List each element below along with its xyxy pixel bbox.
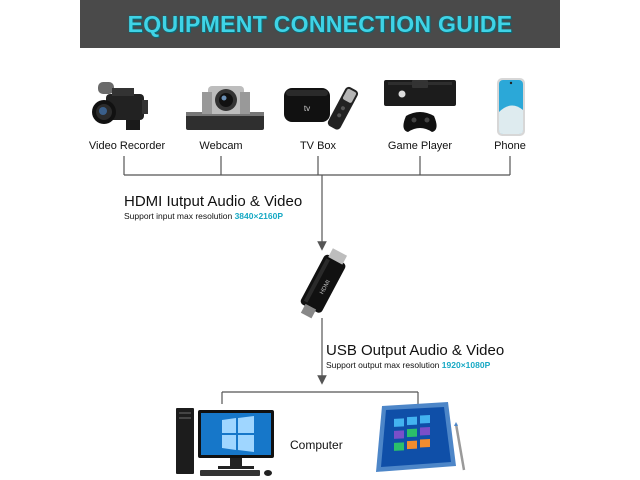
- device-label-game-player: Game Player: [387, 140, 453, 152]
- input-support-text: Support input max resolution: [124, 211, 233, 221]
- webcam-icon: [184, 78, 266, 134]
- input-info: HDMI Iutput Audio & Video Support input …: [124, 193, 302, 221]
- desktop-computer-icon: [172, 402, 282, 478]
- phone-icon: [495, 76, 527, 138]
- output-support-text: Support output max resolution: [326, 360, 440, 370]
- computer-label: Computer: [290, 438, 343, 452]
- output-resolution: 1920×1080P: [441, 360, 491, 370]
- tablet-icon: [372, 400, 468, 476]
- output-heading: USB Output Audio & Video: [326, 342, 505, 359]
- svg-text:tv: tv: [304, 104, 310, 113]
- device-label-tv-box: TV Box: [299, 140, 337, 152]
- page-title: EQUIPMENT CONNECTION GUIDE: [127, 10, 513, 37]
- game-console-icon: [382, 76, 458, 136]
- device-label-webcam: Webcam: [199, 140, 243, 152]
- input-resolution: 3840×2160P: [234, 211, 284, 221]
- title-banner: EQUIPMENT CONNECTION GUIDE: [80, 0, 560, 48]
- tv-box-icon: tv: [282, 80, 362, 136]
- capture-card-icon: HDMI: [284, 240, 364, 322]
- input-heading: HDMI Iutput Audio & Video: [124, 193, 303, 210]
- device-label-phone: Phone: [494, 140, 526, 152]
- output-support: Support output max resolution 1920×1080P: [326, 360, 504, 370]
- video-recorder-icon: [90, 72, 156, 138]
- output-info: USB Output Audio & Video Support output …: [326, 342, 504, 370]
- input-support: Support input max resolution 3840×2160P: [124, 211, 302, 221]
- device-label-video-recorder: Video Recorder: [88, 140, 166, 152]
